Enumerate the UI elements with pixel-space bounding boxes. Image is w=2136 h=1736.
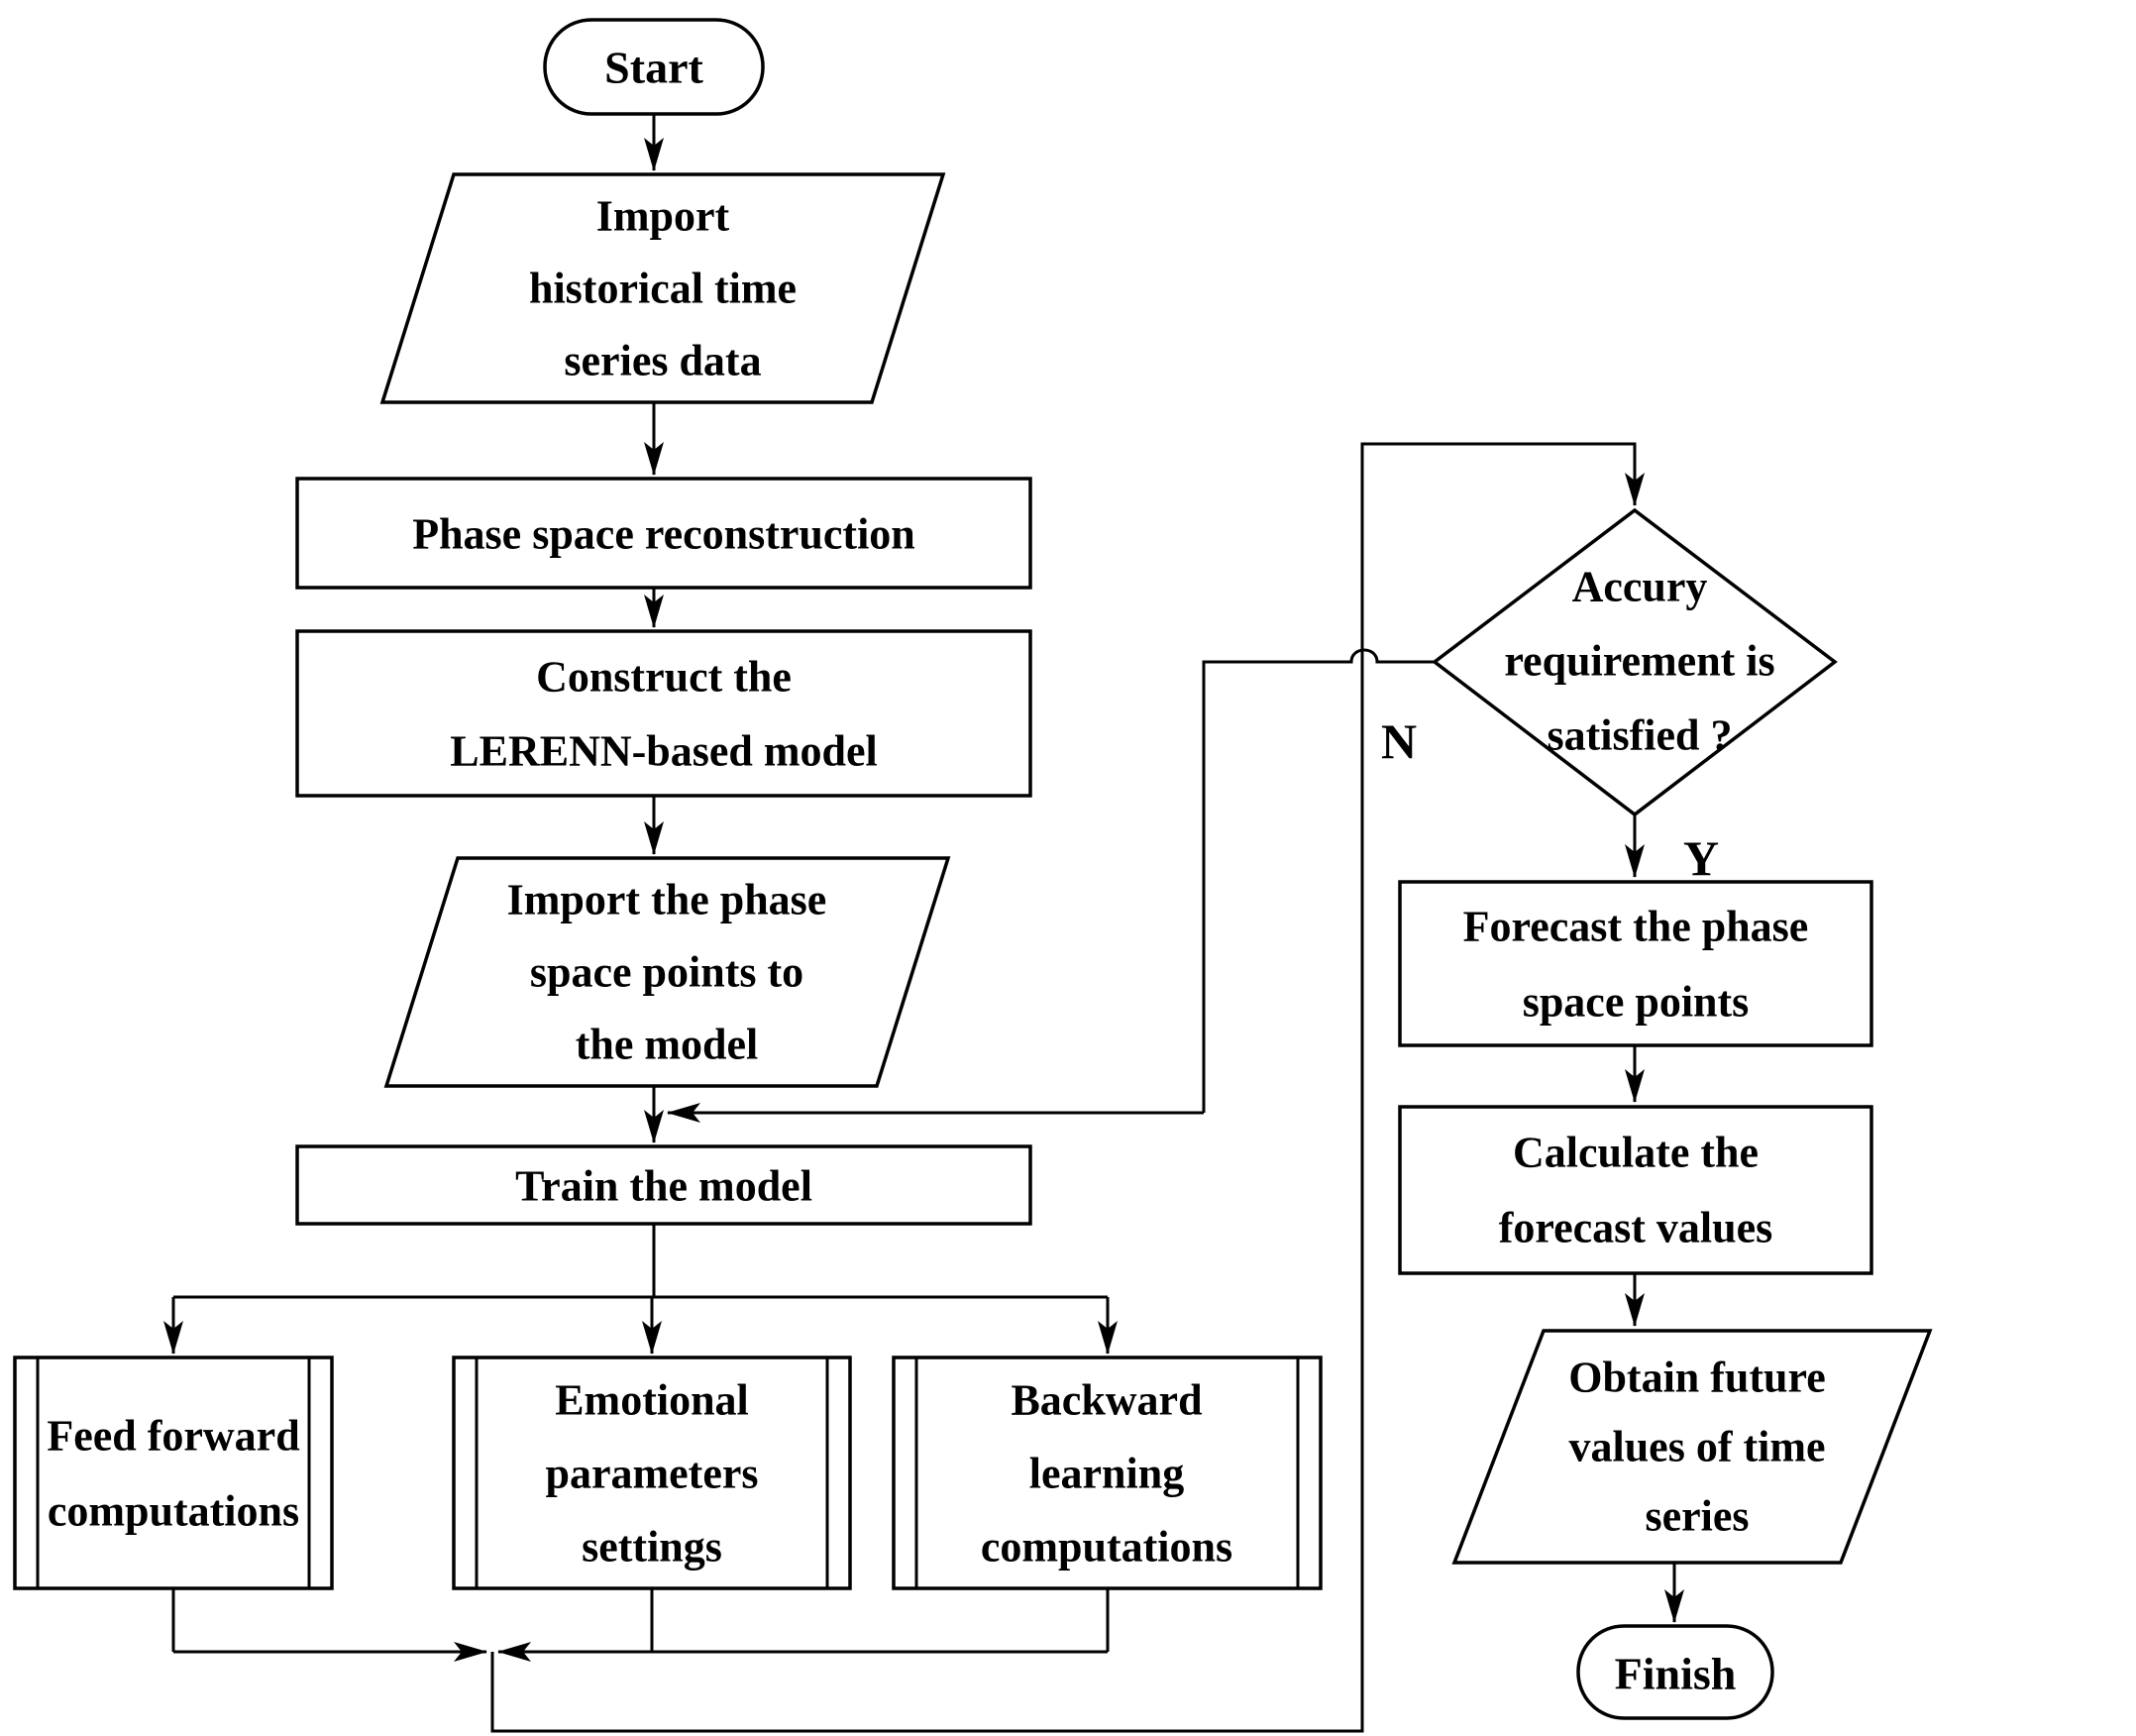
finish-terminator bbox=[1576, 1624, 1774, 1720]
backward-line1: Backward bbox=[1011, 1376, 1202, 1425]
forecast-line2: space points bbox=[1523, 978, 1750, 1027]
backward-line2: learning bbox=[1029, 1450, 1184, 1498]
calculate-line2: forecast values bbox=[1499, 1204, 1773, 1252]
import-data-line1: Import bbox=[596, 192, 730, 241]
obtain-line2: values of time bbox=[1568, 1423, 1825, 1471]
yes-branch-label: Y bbox=[1683, 830, 1719, 886]
import-points-line1: Import the phase bbox=[507, 876, 827, 924]
construct-model-line2: LERENN-based model bbox=[450, 727, 878, 776]
emotional-line2: parameters bbox=[545, 1450, 758, 1498]
decision-line2: requirement is bbox=[1504, 637, 1774, 686]
edge-merge-to-decision bbox=[490, 442, 1645, 1733]
no-branch-label: N bbox=[1381, 713, 1417, 769]
forecast-line1: Forecast the phase bbox=[1463, 903, 1809, 951]
start-terminator bbox=[543, 18, 765, 116]
import-points-line3: the model bbox=[576, 1021, 759, 1069]
obtain-values-parallelogram bbox=[1451, 1329, 1933, 1565]
finish-label: Finish bbox=[1615, 1649, 1737, 1699]
import-data-parallelogram bbox=[379, 172, 946, 404]
feed-forward-line1: Feed forward bbox=[47, 1412, 299, 1461]
backward-line3: computations bbox=[981, 1523, 1232, 1572]
phase-space-label: Phase space reconstruction bbox=[412, 510, 915, 559]
calculate-line1: Calculate the bbox=[1513, 1129, 1759, 1177]
backward-learning-predefined bbox=[892, 1356, 1323, 1590]
train-model-process bbox=[295, 1144, 1032, 1226]
feed-forward-predefined bbox=[13, 1356, 334, 1590]
forecast-points-process bbox=[1398, 880, 1873, 1047]
decision-line3: satisfied ? bbox=[1548, 711, 1733, 760]
accuracy-decision-diamond bbox=[1432, 507, 1838, 817]
obtain-line3: series bbox=[1645, 1492, 1749, 1541]
start-label: Start bbox=[604, 43, 703, 93]
import-data-line2: historical time bbox=[529, 265, 797, 313]
train-model-label: Train the model bbox=[515, 1162, 812, 1211]
feed-forward-line2: computations bbox=[48, 1487, 299, 1536]
phase-space-process bbox=[295, 477, 1032, 590]
obtain-line1: Obtain future bbox=[1568, 1354, 1826, 1402]
construct-model-line1: Construct the bbox=[536, 653, 792, 702]
emotional-parameters-predefined bbox=[452, 1356, 852, 1590]
emotional-line1: Emotional bbox=[555, 1376, 749, 1425]
calculate-values-process bbox=[1398, 1105, 1873, 1275]
decision-line1: Accury bbox=[1572, 563, 1708, 611]
construct-model-process bbox=[295, 629, 1032, 798]
emotional-line3: settings bbox=[582, 1523, 722, 1572]
import-points-parallelogram bbox=[383, 856, 951, 1088]
import-points-line2: space points to bbox=[530, 948, 803, 997]
import-data-line3: series data bbox=[564, 337, 761, 385]
